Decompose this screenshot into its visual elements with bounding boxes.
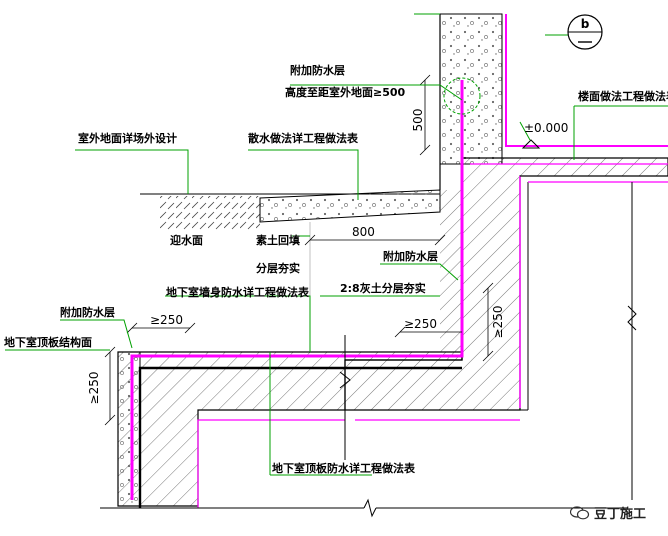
dimension-ge250-top — [126, 322, 196, 334]
elevation-marker — [521, 139, 541, 149]
label-dim-ge250-b: ≥250 — [404, 317, 437, 331]
label-floor-detail: 楼面做法工程做法表 — [578, 89, 668, 103]
ground-surface — [140, 189, 441, 230]
label-roof-detail: 地下室顶板防水详工程做法表 — [272, 461, 416, 475]
label-elevation: ±0.000 — [524, 121, 568, 135]
label-seepage-face: 迎水面 — [170, 233, 203, 247]
label-add-waterproof-left: 附加防水层 — [60, 305, 115, 319]
slab-break-line — [339, 335, 351, 460]
dimension-800 — [304, 234, 446, 246]
dimension-ge250-mid — [394, 326, 462, 338]
outer-wall — [440, 190, 463, 360]
wall-waterproof-line — [505, 14, 668, 147]
upper-wall — [439, 13, 503, 190]
dimension-ge250-left — [104, 346, 116, 426]
label-dim-800: 800 — [352, 225, 375, 239]
bottom-break-line — [100, 498, 628, 518]
label-plain-soil-1: 素土回填 — [256, 233, 300, 247]
label-outdoor-ground: 室外地面详场外设计 — [78, 131, 177, 145]
label-height-note: 高度至距室外地面≥500 — [285, 85, 406, 99]
watermark-text: 豆丁施工 — [593, 507, 646, 522]
right-structure — [520, 175, 668, 500]
watermark: 豆丁施工 — [569, 503, 646, 522]
wechat-icon — [569, 505, 590, 519]
detail-mark: b — [443, 14, 603, 115]
label-wall-detail: 地下室墙身防水详工程做法表 — [166, 285, 310, 299]
label-add-waterproof-mid: 附加防水层 — [383, 249, 438, 263]
dimension-ge250-right — [482, 282, 494, 362]
dimension-500 — [419, 74, 431, 156]
label-dim-ge250-a: ≥250 — [150, 313, 183, 327]
leader-lines — [5, 13, 668, 476]
label-add-waterproof-top: 附加防水层 — [290, 63, 345, 77]
label-plain-soil-2: 分层夯实 — [256, 261, 300, 275]
label-dim-ge250-c: ≥250 — [491, 306, 505, 339]
label-lime-soil: 2:8灰土分层夯实 — [340, 281, 426, 295]
label-dim-500: 500 — [411, 109, 425, 132]
label-roof-surface: 地下室顶板结构面 — [4, 335, 92, 349]
label-dim-ge250-d: ≥250 — [87, 372, 101, 405]
roof-waterproof-line — [130, 80, 464, 500]
detail-mark-label: b — [581, 17, 590, 31]
label-apron-detail: 散水做法详工程做法表 — [248, 131, 359, 145]
